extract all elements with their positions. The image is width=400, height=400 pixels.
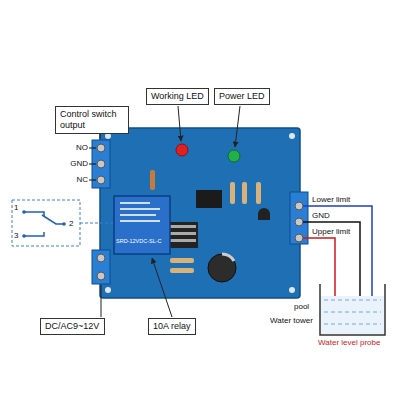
callout-arrow bbox=[178, 106, 181, 141]
water bbox=[321, 296, 384, 334]
callout-text: Control switch output bbox=[60, 109, 124, 131]
relay-print bbox=[120, 202, 150, 204]
pin-name: GND bbox=[66, 159, 88, 169]
power-terminal bbox=[92, 250, 110, 284]
working-led-callout: Working LED bbox=[146, 88, 209, 105]
relay-print bbox=[120, 220, 160, 222]
diode-band bbox=[170, 239, 196, 242]
working-led bbox=[176, 144, 188, 156]
switch-contact bbox=[24, 212, 44, 216]
capacitor bbox=[208, 254, 236, 282]
tank-note: pool bbox=[294, 302, 309, 312]
power-led-callout: Power LED bbox=[214, 88, 270, 105]
probe-label: Water level probe bbox=[318, 338, 380, 348]
pin-leader bbox=[89, 148, 96, 149]
terminal-screw bbox=[295, 218, 303, 226]
diode-band bbox=[170, 225, 196, 228]
diode-band bbox=[170, 232, 196, 235]
callout-leader bbox=[101, 285, 102, 317]
resistor bbox=[230, 182, 235, 204]
callout-text: 10A relay bbox=[153, 321, 191, 332]
resistor bbox=[170, 268, 194, 273]
pin-leader bbox=[89, 180, 96, 181]
water-line bbox=[324, 312, 381, 313]
switch-pin bbox=[22, 234, 26, 238]
circuit-board bbox=[100, 128, 300, 298]
callout-text: DC/AC9~12V bbox=[45, 321, 100, 332]
switch-output-callout: Control switch output bbox=[55, 106, 129, 134]
capacitor-stripe bbox=[222, 254, 234, 261]
pin-number: 2 bbox=[69, 219, 73, 229]
probe-terminal bbox=[290, 192, 308, 244]
pin-number: 3 bbox=[14, 231, 18, 241]
ic-chip bbox=[196, 190, 222, 208]
terminal-screw bbox=[97, 160, 105, 168]
pin-number: 1 bbox=[14, 203, 18, 213]
callout-text: Power LED bbox=[219, 91, 265, 102]
terminal-name: GND bbox=[312, 211, 330, 221]
mount-hole bbox=[289, 287, 295, 293]
power-led bbox=[228, 150, 240, 162]
pin-name: NO bbox=[74, 143, 88, 153]
mount-hole bbox=[289, 133, 295, 139]
water-line bbox=[324, 300, 381, 301]
terminal-screw bbox=[295, 234, 303, 242]
relay-print bbox=[120, 208, 160, 210]
callout-arrow bbox=[152, 258, 172, 317]
terminal-screw bbox=[97, 272, 105, 280]
terminal-screw bbox=[295, 202, 303, 210]
water-line bbox=[324, 324, 381, 325]
terminal-screw bbox=[97, 254, 105, 262]
diode-array bbox=[168, 222, 198, 248]
relay-body bbox=[114, 196, 170, 254]
resistor bbox=[256, 182, 261, 204]
switch-symbol-frame bbox=[12, 200, 80, 246]
mount-hole bbox=[105, 287, 111, 293]
switch-pin bbox=[62, 222, 66, 226]
transistor bbox=[258, 208, 270, 220]
relay-callout: 10A relay bbox=[148, 318, 196, 335]
upper-limit-wire bbox=[303, 238, 335, 306]
resistor bbox=[170, 258, 194, 263]
callout-text: Working LED bbox=[151, 91, 204, 102]
relay-marking: SRD-12VDC-SL-C bbox=[116, 238, 162, 246]
switch-symbol-link bbox=[80, 223, 113, 224]
power-input-callout: DC/AC9~12V bbox=[40, 318, 105, 335]
callout-arrow bbox=[235, 106, 240, 147]
switch-pin bbox=[22, 210, 26, 214]
pin-name: NC bbox=[74, 175, 88, 185]
terminal-screw bbox=[97, 144, 105, 152]
switch-arm bbox=[42, 215, 64, 224]
water-tank bbox=[320, 284, 385, 335]
tank-note: Water tower bbox=[270, 316, 313, 326]
relay-print bbox=[120, 214, 156, 216]
terminal-name: Upper limit bbox=[312, 227, 350, 237]
terminal-screw bbox=[97, 176, 105, 184]
switch-contact bbox=[24, 232, 44, 236]
pin-leader bbox=[89, 164, 96, 165]
resistor bbox=[242, 182, 247, 204]
terminal-name: Lower limit bbox=[312, 195, 350, 205]
diode bbox=[150, 170, 155, 190]
